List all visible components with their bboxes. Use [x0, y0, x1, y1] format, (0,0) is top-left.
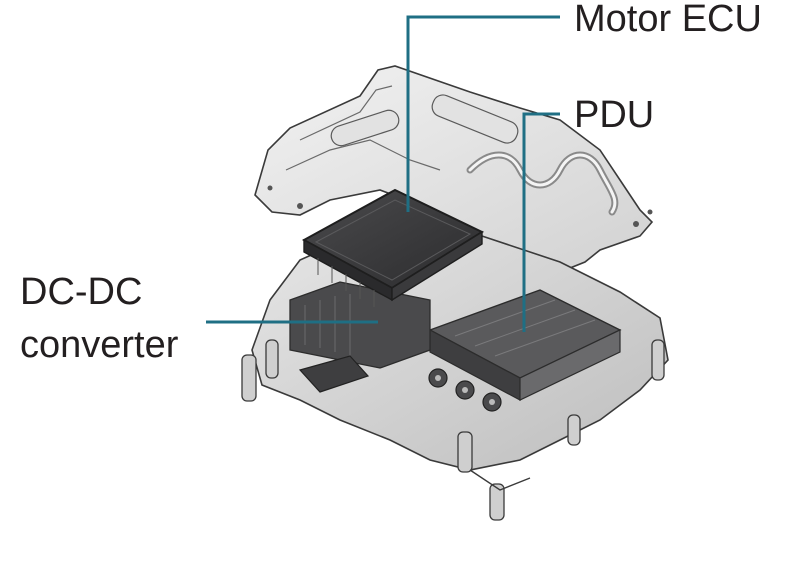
pdu-label: PDU	[574, 94, 655, 136]
motor-ecu-board	[301, 188, 485, 307]
cover-plate	[254, 65, 654, 269]
leader-motor-ecu	[406, 15, 560, 212]
lower-housing	[241, 231, 669, 521]
dcdc-converter-label-line2: converter	[20, 324, 179, 366]
motor-ecu-label: Motor ECU	[574, 0, 762, 40]
leader-lines	[206, 15, 560, 332]
leader-pdu	[522, 112, 560, 332]
dcdc-converter-label-line1: DC-DC	[20, 271, 143, 313]
